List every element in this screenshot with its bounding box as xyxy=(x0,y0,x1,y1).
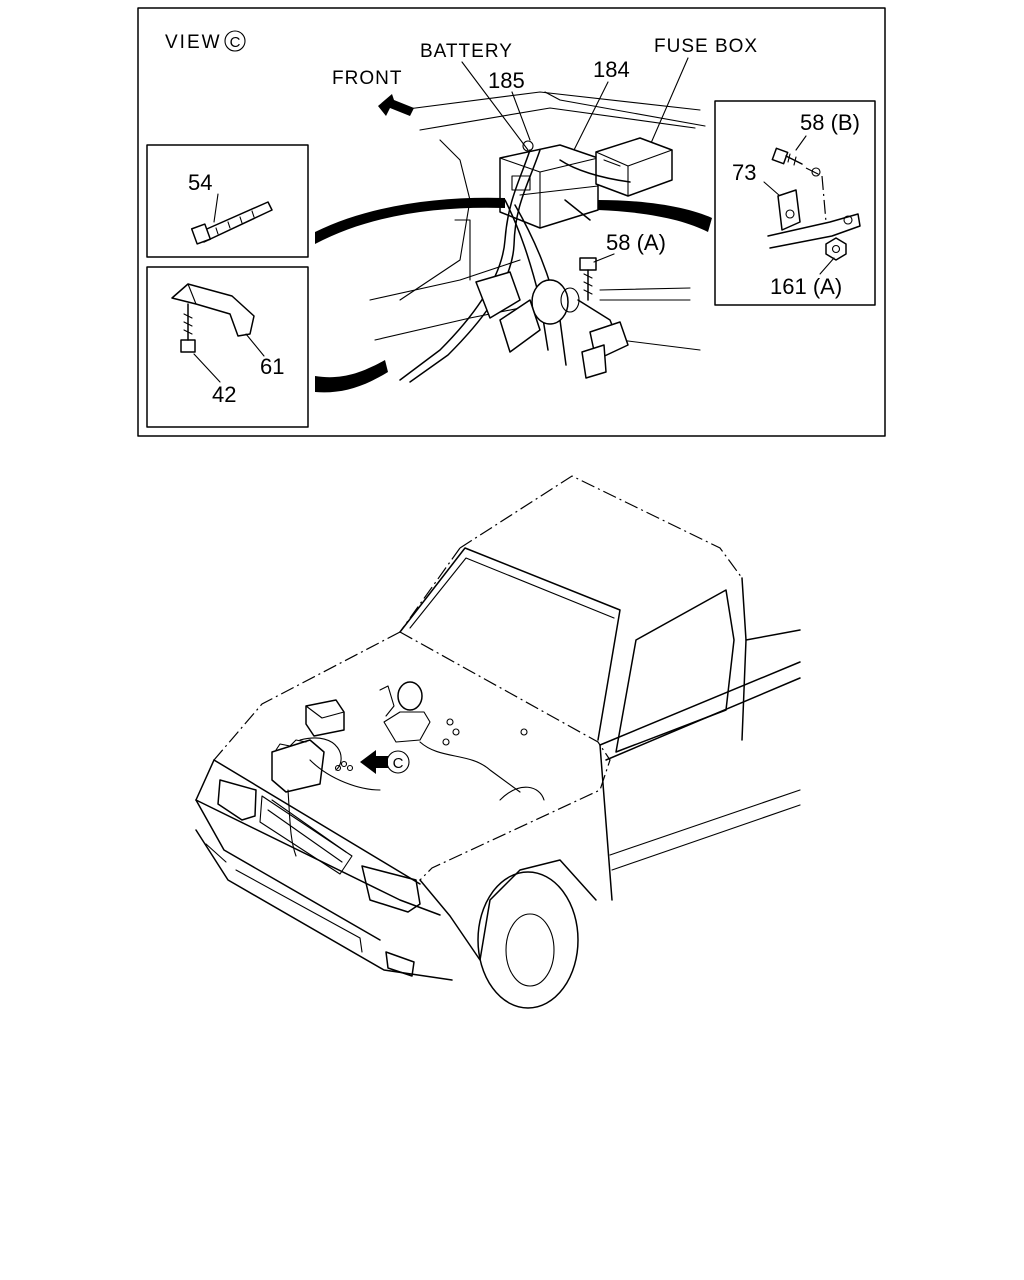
battery-leader xyxy=(461,61,529,151)
starter-assembly xyxy=(475,271,629,379)
leader-54 xyxy=(213,193,219,223)
leader-58b xyxy=(795,135,807,151)
callout-73: 73 xyxy=(732,160,756,185)
callout-58a: 58 (A) xyxy=(606,230,666,255)
cable-tie-icon xyxy=(190,201,273,245)
callout-184: 184 xyxy=(593,57,630,82)
front-arrow-icon xyxy=(378,94,414,116)
insert-54-frame xyxy=(146,144,309,258)
insert-connector-58b xyxy=(598,200,712,232)
view-label: VIEW xyxy=(165,32,222,53)
view-c-marker: C xyxy=(393,755,404,772)
engine-bay-lines xyxy=(369,91,706,351)
view-symbol-circle xyxy=(224,30,246,52)
front-label: FRONT xyxy=(332,68,402,89)
leader-61 xyxy=(245,333,265,357)
bracket-73-icon xyxy=(777,189,801,231)
pickup-truck-illustration xyxy=(195,475,801,1009)
bolt-58a-icon xyxy=(579,257,597,301)
leader-42 xyxy=(193,353,221,383)
callout-61: 61 xyxy=(260,354,284,379)
callout-54: 54 xyxy=(188,170,212,195)
callout-161a: 161 (A) xyxy=(770,274,842,299)
leader-73 xyxy=(763,181,781,197)
view-symbol: C xyxy=(230,34,241,51)
terminal-bracket-icon xyxy=(767,175,861,249)
insert-61-42-frame xyxy=(146,266,309,428)
view-c-arrow-icon xyxy=(360,750,388,774)
fuse-box xyxy=(595,137,673,197)
bracket-61-icon xyxy=(171,283,255,337)
insert-58b-73-161a-frame xyxy=(714,100,876,306)
nut-161a-icon xyxy=(825,237,847,261)
insert-connector-61 xyxy=(315,360,388,393)
leader-58a xyxy=(593,253,615,263)
callout-42: 42 xyxy=(212,382,236,407)
bolt-58b-icon xyxy=(771,147,823,177)
view-c-marker-circle xyxy=(386,750,410,774)
callout-185: 185 xyxy=(488,68,525,93)
leader-184 xyxy=(569,81,609,159)
battery-label: BATTERY xyxy=(420,41,513,62)
detail-view-frame xyxy=(137,7,886,437)
insert-connector-54 xyxy=(315,197,505,244)
leader-185 xyxy=(511,91,531,141)
callout-58b: 58 (B) xyxy=(800,110,860,135)
fuse-box-leader xyxy=(647,57,689,151)
bolt-42-icon xyxy=(180,303,196,353)
fuse-box-label: FUSE BOX xyxy=(654,36,758,57)
leader-161a xyxy=(819,257,835,275)
